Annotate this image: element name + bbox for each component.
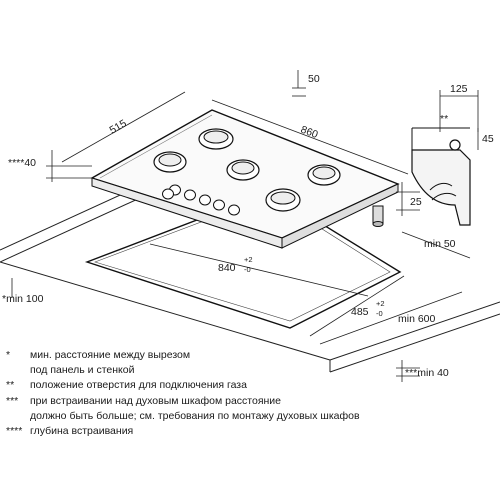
dimension-lines bbox=[11, 70, 479, 382]
dim-cutout-width-tol-plus: +2 bbox=[244, 255, 253, 264]
dim-cutout-width: 840 +2 -0 bbox=[218, 255, 253, 274]
dim-gas-drop: 25 bbox=[410, 196, 422, 208]
legend-row: * мин. расстояние между вырезом bbox=[6, 348, 496, 363]
worktop-outline bbox=[0, 185, 500, 373]
dim-gas-marker: ** bbox=[440, 113, 448, 125]
legend-row: *** при встраивании над духовым шкафом р… bbox=[6, 394, 496, 409]
burner-rear bbox=[198, 128, 234, 150]
legend-mark: * bbox=[6, 349, 11, 361]
legend-text: при встраивании над духовым шкафом расст… bbox=[30, 394, 282, 407]
dim-cutout-depth-value: 485 bbox=[351, 306, 369, 318]
dim-cutout-depth-tol-plus: +2 bbox=[376, 299, 385, 308]
dim-cutout-width-value: 840 bbox=[218, 262, 236, 274]
legend-text: под панель и стенкой bbox=[30, 364, 135, 377]
legend-row: ** положение отверстия для подключения г… bbox=[6, 378, 496, 393]
dim-cutout-width-tol-minus: -0 bbox=[244, 265, 251, 274]
legend-mark: **** bbox=[6, 425, 23, 438]
dim-gas-height: 45 bbox=[482, 133, 494, 145]
dim-side-top: 125 bbox=[450, 83, 468, 95]
footnotes-legend: * мин. расстояние между вырезом под пане… bbox=[6, 348, 496, 439]
legend-text: глубина встраивания bbox=[30, 425, 134, 438]
dim-min-side: min 50 bbox=[424, 238, 456, 250]
gas-connection-pipe bbox=[372, 205, 384, 227]
dim-min-bottom: ***min 40 bbox=[405, 367, 449, 379]
legend-mark: *** bbox=[6, 394, 19, 407]
legend-text: мин. расстояние между вырезом bbox=[30, 349, 191, 361]
burner-left bbox=[153, 151, 187, 173]
dim-min-front: *min 100 bbox=[2, 293, 44, 305]
dim-cooktop-width: 860 bbox=[299, 124, 320, 142]
side-section-detail bbox=[411, 127, 471, 226]
dim-cutout-depth-tol-minus: -0 bbox=[376, 309, 383, 318]
cooktop bbox=[90, 109, 400, 249]
dim-min-depth: min 600 bbox=[398, 313, 436, 325]
legend-text: положение отверстия для подключения газа bbox=[30, 379, 247, 392]
dim-knob-offset: 50 bbox=[308, 73, 320, 85]
legend-mark bbox=[6, 363, 30, 378]
legend-mark: ** bbox=[6, 379, 15, 392]
legend-text: должно быть больше; см. требования по мо… bbox=[30, 409, 360, 422]
burner-front bbox=[265, 188, 301, 212]
legend-row: **** глубина встраивания bbox=[6, 424, 496, 439]
legend-row: должно быть больше; см. требования по мо… bbox=[6, 409, 496, 424]
dim-install-depth: ****40 bbox=[8, 157, 36, 169]
dim-cutout-depth: 485 +2 -0 bbox=[351, 299, 385, 318]
burner-center bbox=[226, 159, 260, 181]
dim-cooktop-depth: 515 bbox=[108, 117, 129, 136]
burner-right bbox=[307, 164, 341, 186]
control-knobs bbox=[162, 184, 240, 216]
legend-mark bbox=[6, 409, 30, 424]
legend-row: под панель и стенкой bbox=[6, 363, 496, 378]
